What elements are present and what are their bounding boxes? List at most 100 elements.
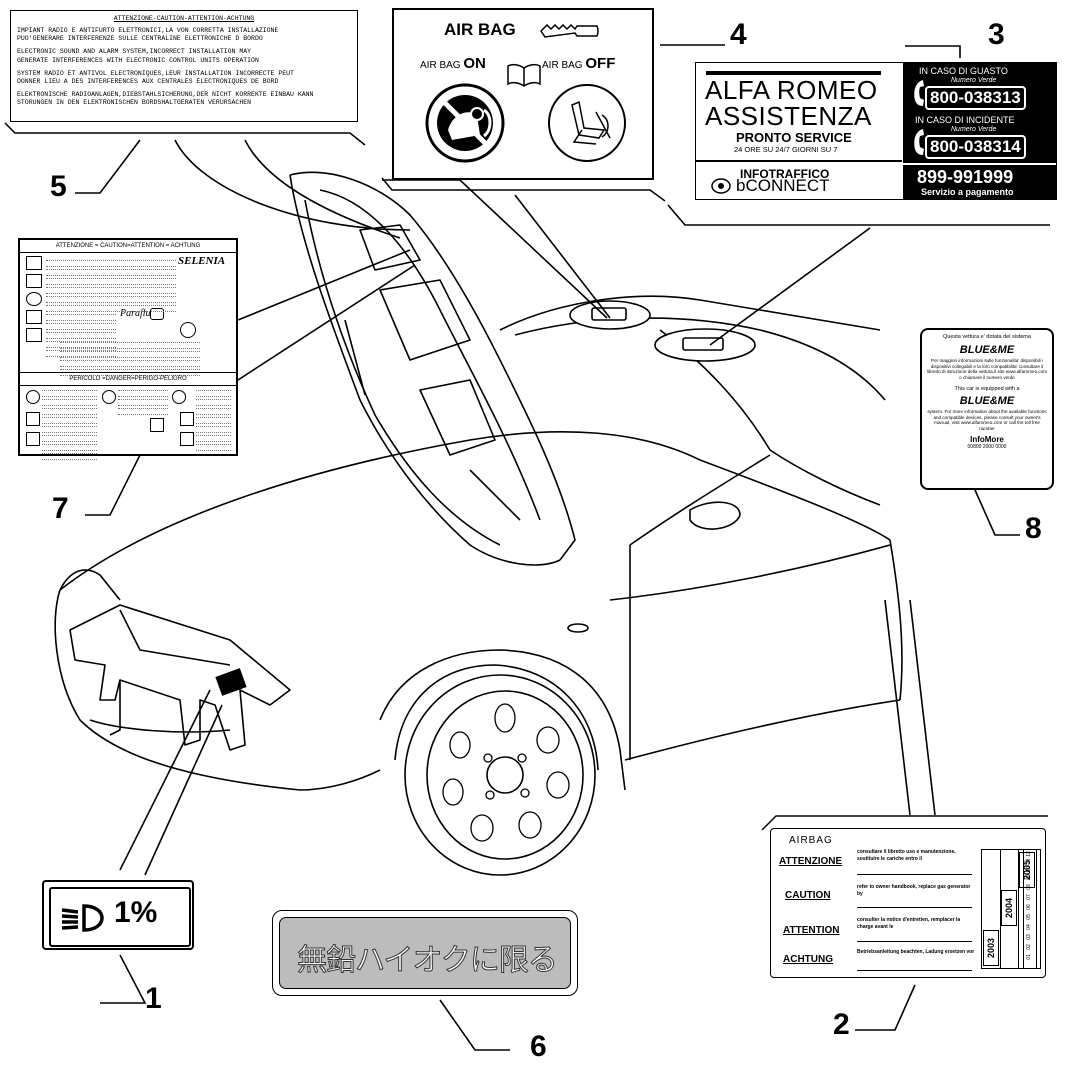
airbag-off-word: OFF [585, 55, 616, 72]
airbag-on-caption: AIR BAG ON [420, 55, 486, 72]
divider [903, 163, 1056, 165]
label-frame-lines [381, 177, 666, 202]
warning-icon [26, 310, 42, 324]
blueandme-intro-en: This car is equipped with a [954, 385, 1020, 392]
text-lines [46, 258, 176, 359]
paid-service-note: Servizio a pagamento [921, 187, 1014, 197]
month-02: 02 [1025, 944, 1032, 950]
year-2003: 2003 [986, 937, 996, 959]
row-text-achtung: Betriebsanleitung beachten, Ladung erset… [857, 949, 975, 955]
warning-line-de-1: ELEKTRONISCHE RADIOANLAGEN,DIEBSTAHLSICH… [17, 90, 314, 98]
row-attenzione: ATTENZIONE [779, 851, 842, 869]
text-lines [118, 388, 168, 417]
hazard-icon [150, 418, 164, 432]
fill-line [857, 907, 972, 908]
month-05: 05 [1025, 914, 1032, 920]
passenger-seat-airbag-off-icon [548, 84, 626, 162]
month-04: 04 [1025, 924, 1032, 930]
airbag-label: AIR BAG AIR BAG ON AIR BAG OFF [392, 8, 654, 180]
month-12: 12 [1025, 851, 1032, 857]
headlight-aim-label: 1% [42, 880, 194, 950]
inner-frame [49, 887, 191, 947]
brand-name: ALFA ROMEO [705, 75, 878, 105]
hazard-icon [172, 390, 186, 404]
headlight-aim-value: 1% [114, 896, 158, 929]
headlight-icon [61, 904, 104, 932]
airbag-off-prefix: AIR BAG [542, 60, 583, 71]
pronto-service: PRONTO SERVICE [736, 130, 852, 145]
text-lines [60, 340, 200, 378]
month-07: 07 [1025, 894, 1032, 900]
blueandme-intro-it: Questa vettura e' dotata del sistema [943, 334, 1031, 340]
row-label-caution: CAUTION [785, 890, 831, 901]
year-2004: 2004 [1004, 897, 1014, 919]
phone-icon [914, 80, 924, 106]
coolant-label: ATTENZIONE = CAUTION=ATTENTION = ACHTUNG… [18, 238, 238, 460]
blueandme-logo-2: BLUE&ME [959, 394, 1015, 407]
fill-line [857, 970, 972, 971]
fill-line [857, 874, 972, 875]
callout-number-4: 4 [730, 18, 747, 51]
month-03: 03 [1025, 934, 1032, 940]
inner-frame [279, 917, 571, 989]
text-lines [196, 388, 231, 453]
guasto-caption: IN CASO DI GUASTO [919, 66, 1008, 76]
callout-number-1: 1 [145, 982, 162, 1015]
assistance-title: ASSISTENZA [705, 101, 872, 131]
row-text-attenzione: consultare il libretto uso e manutenzion… [857, 849, 956, 862]
year-column-2004: 2004 [1000, 850, 1019, 968]
paid-phone-number: 899-991999 [917, 167, 1014, 187]
warning-line-en-2: GENERATE INTERFERENCES WITH ELECTRONIC C… [17, 56, 259, 64]
month-01: 01 [1025, 954, 1032, 960]
verde-caption-2: Numero Verde [951, 126, 997, 133]
airbag-on-prefix: AIR BAG [420, 60, 461, 71]
airbag-off-caption: AIR BAG OFF [542, 55, 615, 72]
text-lines [42, 388, 97, 462]
key-icon [540, 23, 599, 38]
warning-line-it-2: PUO'GENERARE INTERFERENZE SULLE CENTRALI… [17, 35, 263, 43]
warning-label-radio: ATTENZIONE-CAUTION-ATTENTION-ACHTUNG IMP… [10, 10, 358, 122]
divider [696, 160, 902, 162]
month-09: 09 [1025, 874, 1032, 880]
month-08: 08 [1025, 884, 1032, 890]
fill-line [857, 941, 972, 942]
month-column: 01 02 03 04 05 06 07 08 09 10 11 12 [1023, 849, 1041, 969]
service-hours: 24 ORE SU 24/7 GIORNI SU 7 [734, 145, 838, 154]
row-achtung: ACHTUNG [783, 949, 833, 967]
warning-icon [26, 328, 42, 342]
row-text-attention: consulter la notice d'entretien, remplac… [857, 917, 961, 930]
blueandme-logo-1: BLUE&ME [959, 344, 1015, 356]
row-label-attenzione: ATTENZIONE [779, 856, 843, 867]
row-attention: ATTENTION [783, 920, 839, 938]
infomore-logo: InfoMore [970, 434, 1004, 444]
callout-number-5: 5 [50, 170, 67, 203]
callout-number-8: 8 [1025, 512, 1042, 545]
child-seat-prohibited-icon [425, 83, 505, 163]
warning-icon [26, 292, 42, 306]
expiry-date-grid: 2003 2004 2005 [981, 849, 1037, 969]
hazard-icon [180, 432, 194, 446]
warning-heading: ATTENZIONE-CAUTION-ATTENTION-ACHTUNG [113, 15, 255, 22]
warning-icon [180, 322, 196, 338]
year-box [983, 930, 999, 966]
airbag-on-word: ON [463, 55, 486, 72]
warning-line-it-1: IMPIANT RADIO E ANTIFURTO ELETTRONICI,LA… [17, 27, 279, 35]
year-column-2003: 2003 [982, 850, 1001, 968]
hazard-icon [26, 432, 40, 446]
blueandme-label: Questa vettura e' dotata del sistema BLU… [920, 328, 1054, 490]
row-caution: CAUTION [785, 885, 831, 903]
warning-line-de-2: STORUNGEN IN DEN ELEKTRONISCHEN BORDSHAL… [17, 99, 252, 106]
row-text-caution: refer to owner handbook, replace gas gen… [857, 884, 971, 897]
hazard-icon [102, 390, 116, 404]
coolant-heading: ATTENZIONE = CAUTION=ATTENTION = ACHTUNG [20, 240, 236, 253]
callout-number-2: 2 [833, 1008, 850, 1041]
warning-line-en-1: ELECTRONIC SOUND AND ALARM SYSTEM,INCORR… [17, 48, 252, 56]
airbag-expiry-label: AIRBAG ATTENZIONE consultare il libretto… [770, 828, 1046, 978]
year-column-2005: 2005 [1018, 850, 1036, 968]
warning-icon [26, 274, 42, 288]
product-name: Paraflu [120, 308, 151, 319]
blueandme-text-en: system. For more information about the a… [927, 408, 1047, 432]
brand-logo: SELENIA [178, 255, 226, 267]
